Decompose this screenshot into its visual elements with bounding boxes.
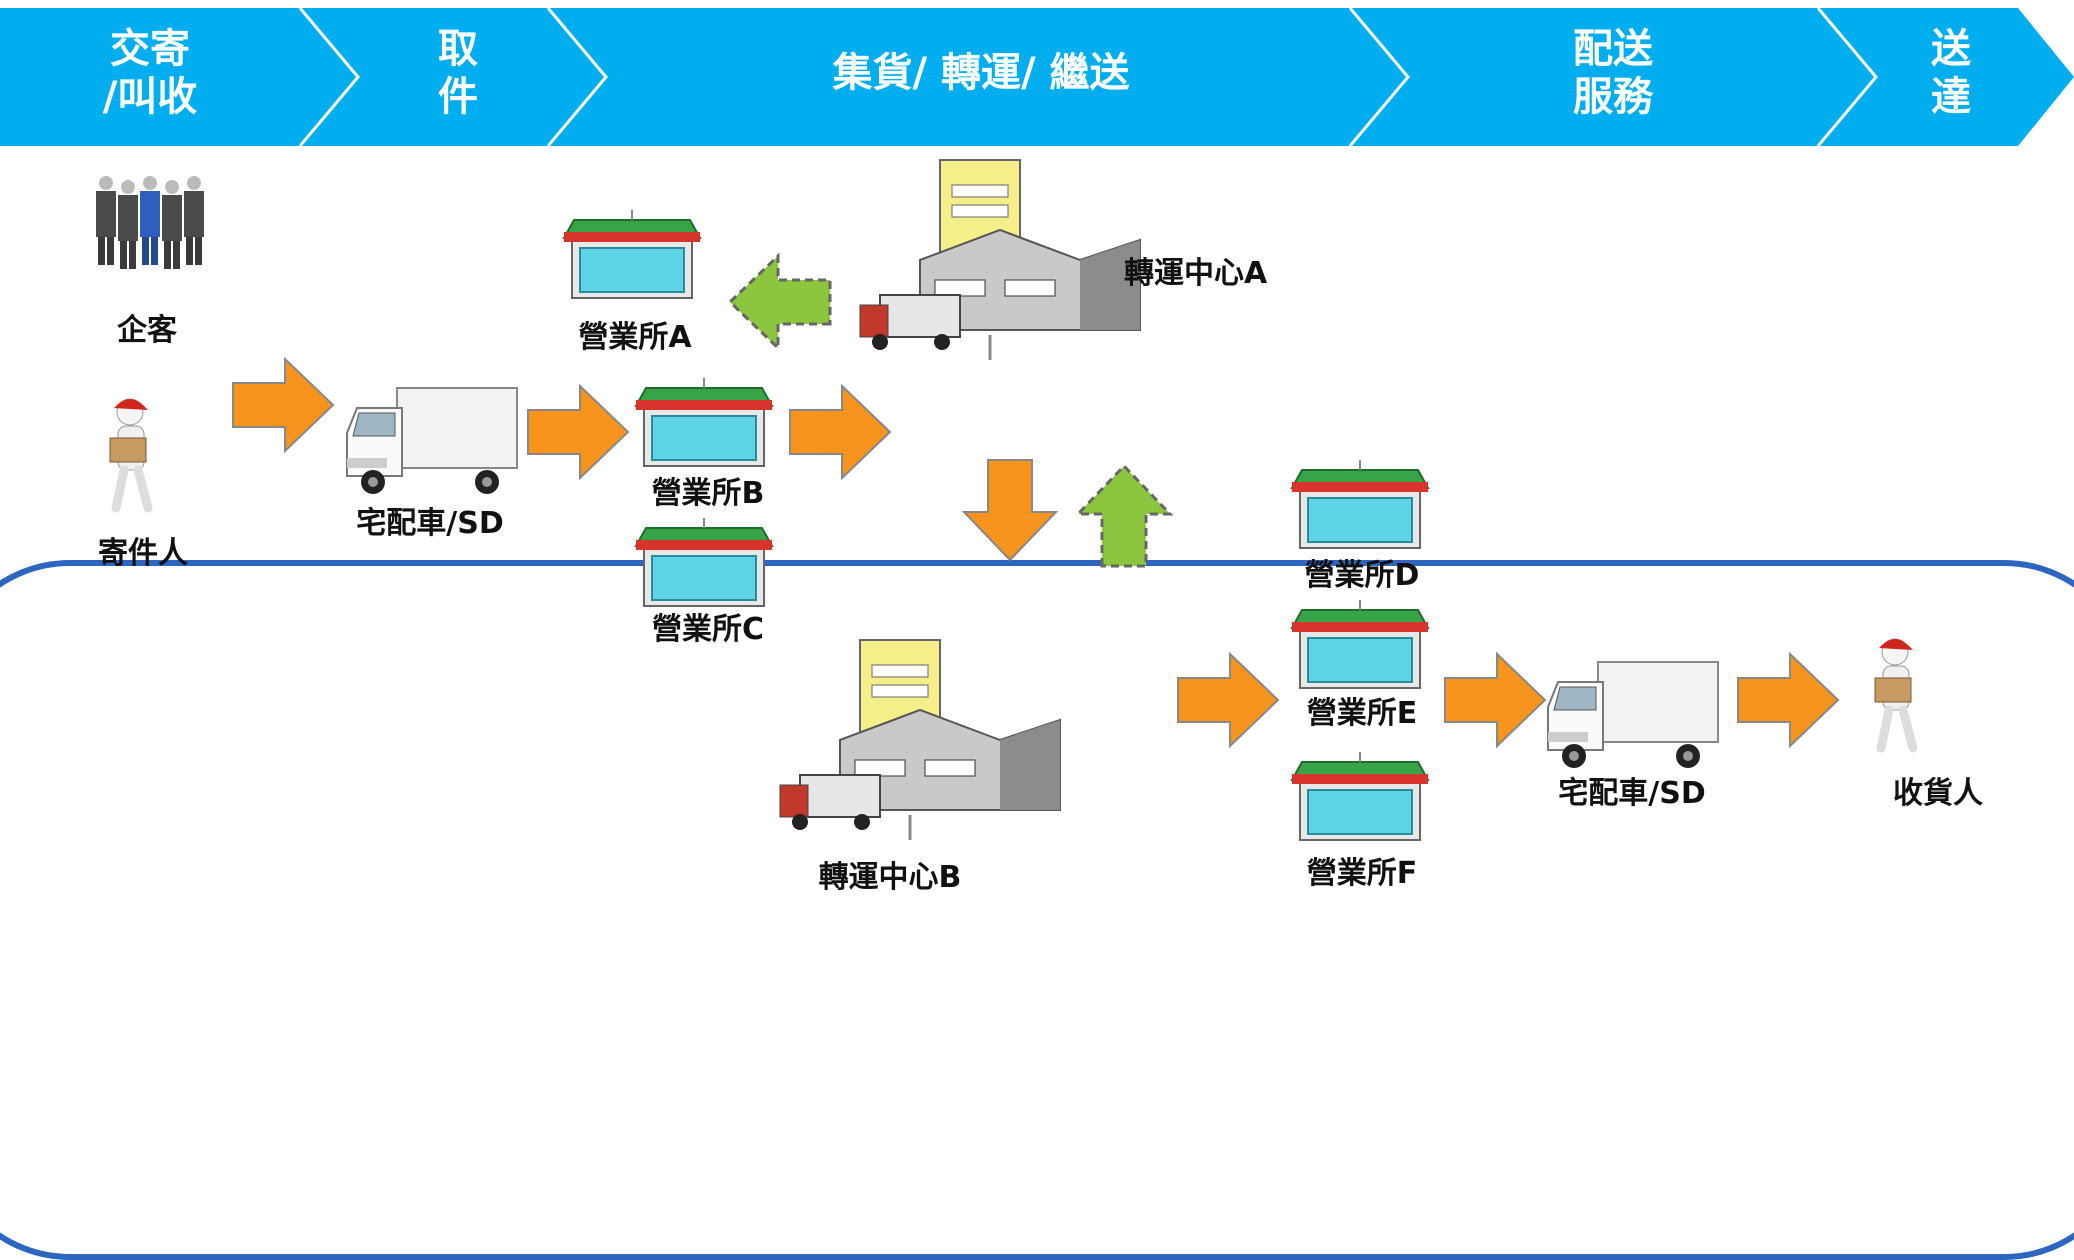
office-a-icon	[563, 209, 701, 299]
stage-transfer: 集貨/ 轉運/ 繼送	[832, 50, 1130, 96]
label-pickup-truck: 宅配車/SD	[356, 506, 504, 541]
flow-arrow-down	[963, 459, 1057, 561]
flow-arrow	[232, 358, 334, 452]
label-office-d: 營業所D	[1304, 558, 1420, 593]
office-b-icon	[635, 377, 773, 467]
label-hub-b: 轉運中心B	[818, 860, 962, 895]
label-delivery-truck: 宅配車/SD	[1558, 776, 1706, 811]
label-office-f: 營業所F	[1306, 856, 1418, 891]
header-divider	[546, 7, 608, 146]
stage-delivered: 送 達	[1931, 26, 1971, 120]
label-sender: 寄件人	[98, 536, 188, 571]
logistics-diagram	[96, 158, 2074, 842]
label-hub-a: 轉運中心A	[1124, 256, 1268, 291]
stage-pickup: 取 件	[438, 26, 478, 120]
flow-arrow	[1737, 653, 1839, 747]
delivery-truck-icon	[1547, 661, 1719, 769]
enterprise-icon	[96, 176, 204, 269]
flow-arrow	[789, 385, 891, 479]
flow-arrow	[527, 385, 629, 479]
return-arrow-left	[728, 254, 832, 350]
process-header	[0, 7, 2074, 146]
sender-icon	[110, 399, 148, 508]
flow-arrow	[1177, 653, 1279, 747]
office-d-icon	[1291, 459, 1429, 549]
office-f-icon	[1291, 751, 1429, 841]
stage-delivery: 配送 服務	[1573, 26, 1653, 120]
pickup-truck-icon	[346, 387, 518, 495]
office-e-icon	[1291, 599, 1429, 689]
header-band	[0, 8, 2074, 146]
return-arrow-up	[1076, 464, 1172, 568]
label-office-c: 營業所C	[651, 612, 765, 647]
label-office-a: 營業所A	[578, 320, 692, 355]
header-divider	[1816, 7, 1878, 146]
header-divider	[298, 7, 360, 146]
stage-dropoff: 交寄 /叫收	[102, 26, 198, 120]
receiver-icon	[1875, 639, 1913, 748]
label-receiver: 收貨人	[1893, 776, 1983, 811]
office-c-icon	[635, 517, 773, 607]
header-divider	[1348, 7, 1410, 146]
label-enterprise: 企客	[117, 313, 177, 348]
label-office-b: 營業所B	[651, 476, 765, 511]
flow-arrow	[1444, 653, 1546, 747]
hub-a-icon	[858, 158, 1142, 362]
hub-b-icon	[778, 638, 1062, 842]
label-office-e: 營業所E	[1306, 696, 1418, 731]
